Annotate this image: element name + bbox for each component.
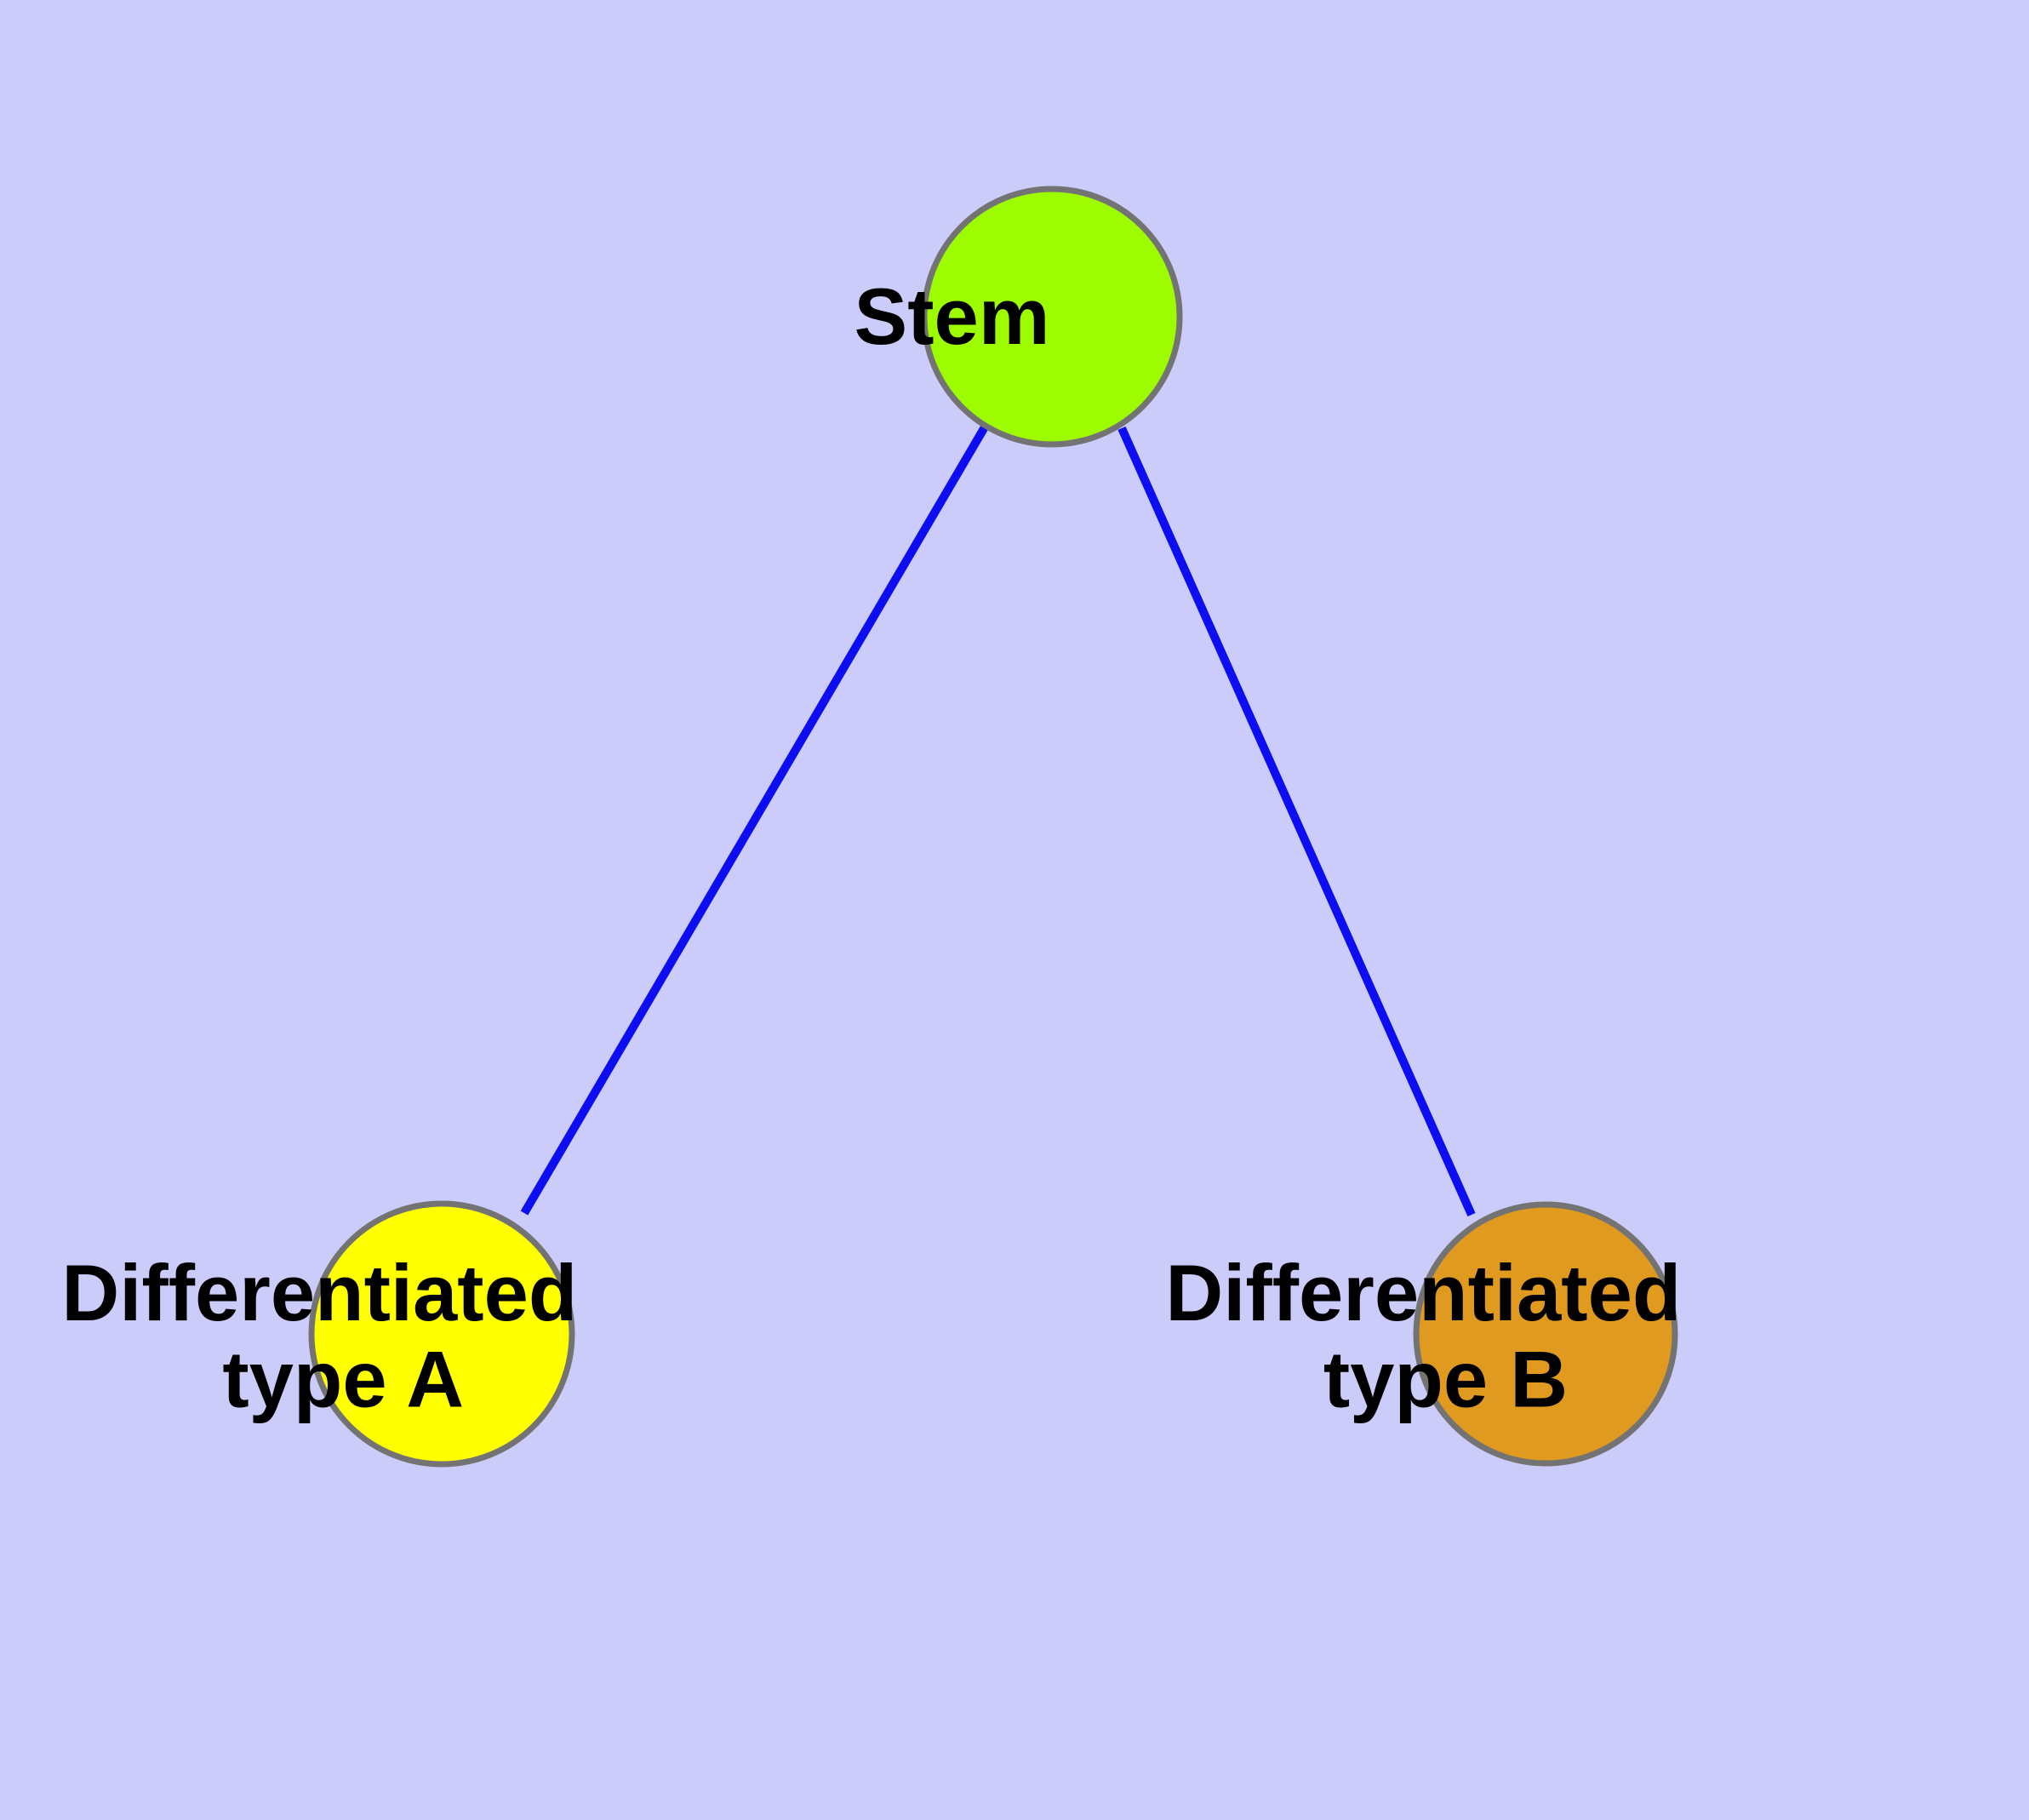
node-diff-b[interactable]: Differentiated type B	[1165, 1201, 1925, 1467]
node-stem[interactable]: Stem	[854, 186, 1250, 448]
node-stem-label: Stem	[854, 244, 1250, 361]
node-stem-circle[interactable]	[921, 186, 1183, 448]
node-diff-b-label: Differentiated type B	[1165, 1248, 1925, 1424]
node-diff-a-label-line-1: Differentiated	[61, 1248, 577, 1337]
node-diff-a-label: Differentiated type A	[61, 1248, 821, 1424]
node-diff-a-circle[interactable]	[308, 1200, 575, 1468]
edge-stem-to-diff-b[interactable]	[1117, 426, 1476, 1217]
node-diff-b-circle[interactable]	[1413, 1201, 1678, 1467]
node-layer: Stem Differentiated type A Differentiate…	[61, 186, 1925, 1468]
edge-stem-to-diff-a[interactable]	[520, 423, 990, 1216]
node-stem-label-line-1: Stem	[854, 272, 1050, 361]
node-diff-b-label-line-1: Differentiated	[1165, 1248, 1681, 1337]
node-diff-a-label-line-2: type A	[222, 1335, 462, 1424]
edge-layer	[520, 423, 1476, 1217]
node-diff-a[interactable]: Differentiated type A	[61, 1200, 821, 1468]
node-diff-b-label-line-2: type B	[1323, 1335, 1568, 1424]
